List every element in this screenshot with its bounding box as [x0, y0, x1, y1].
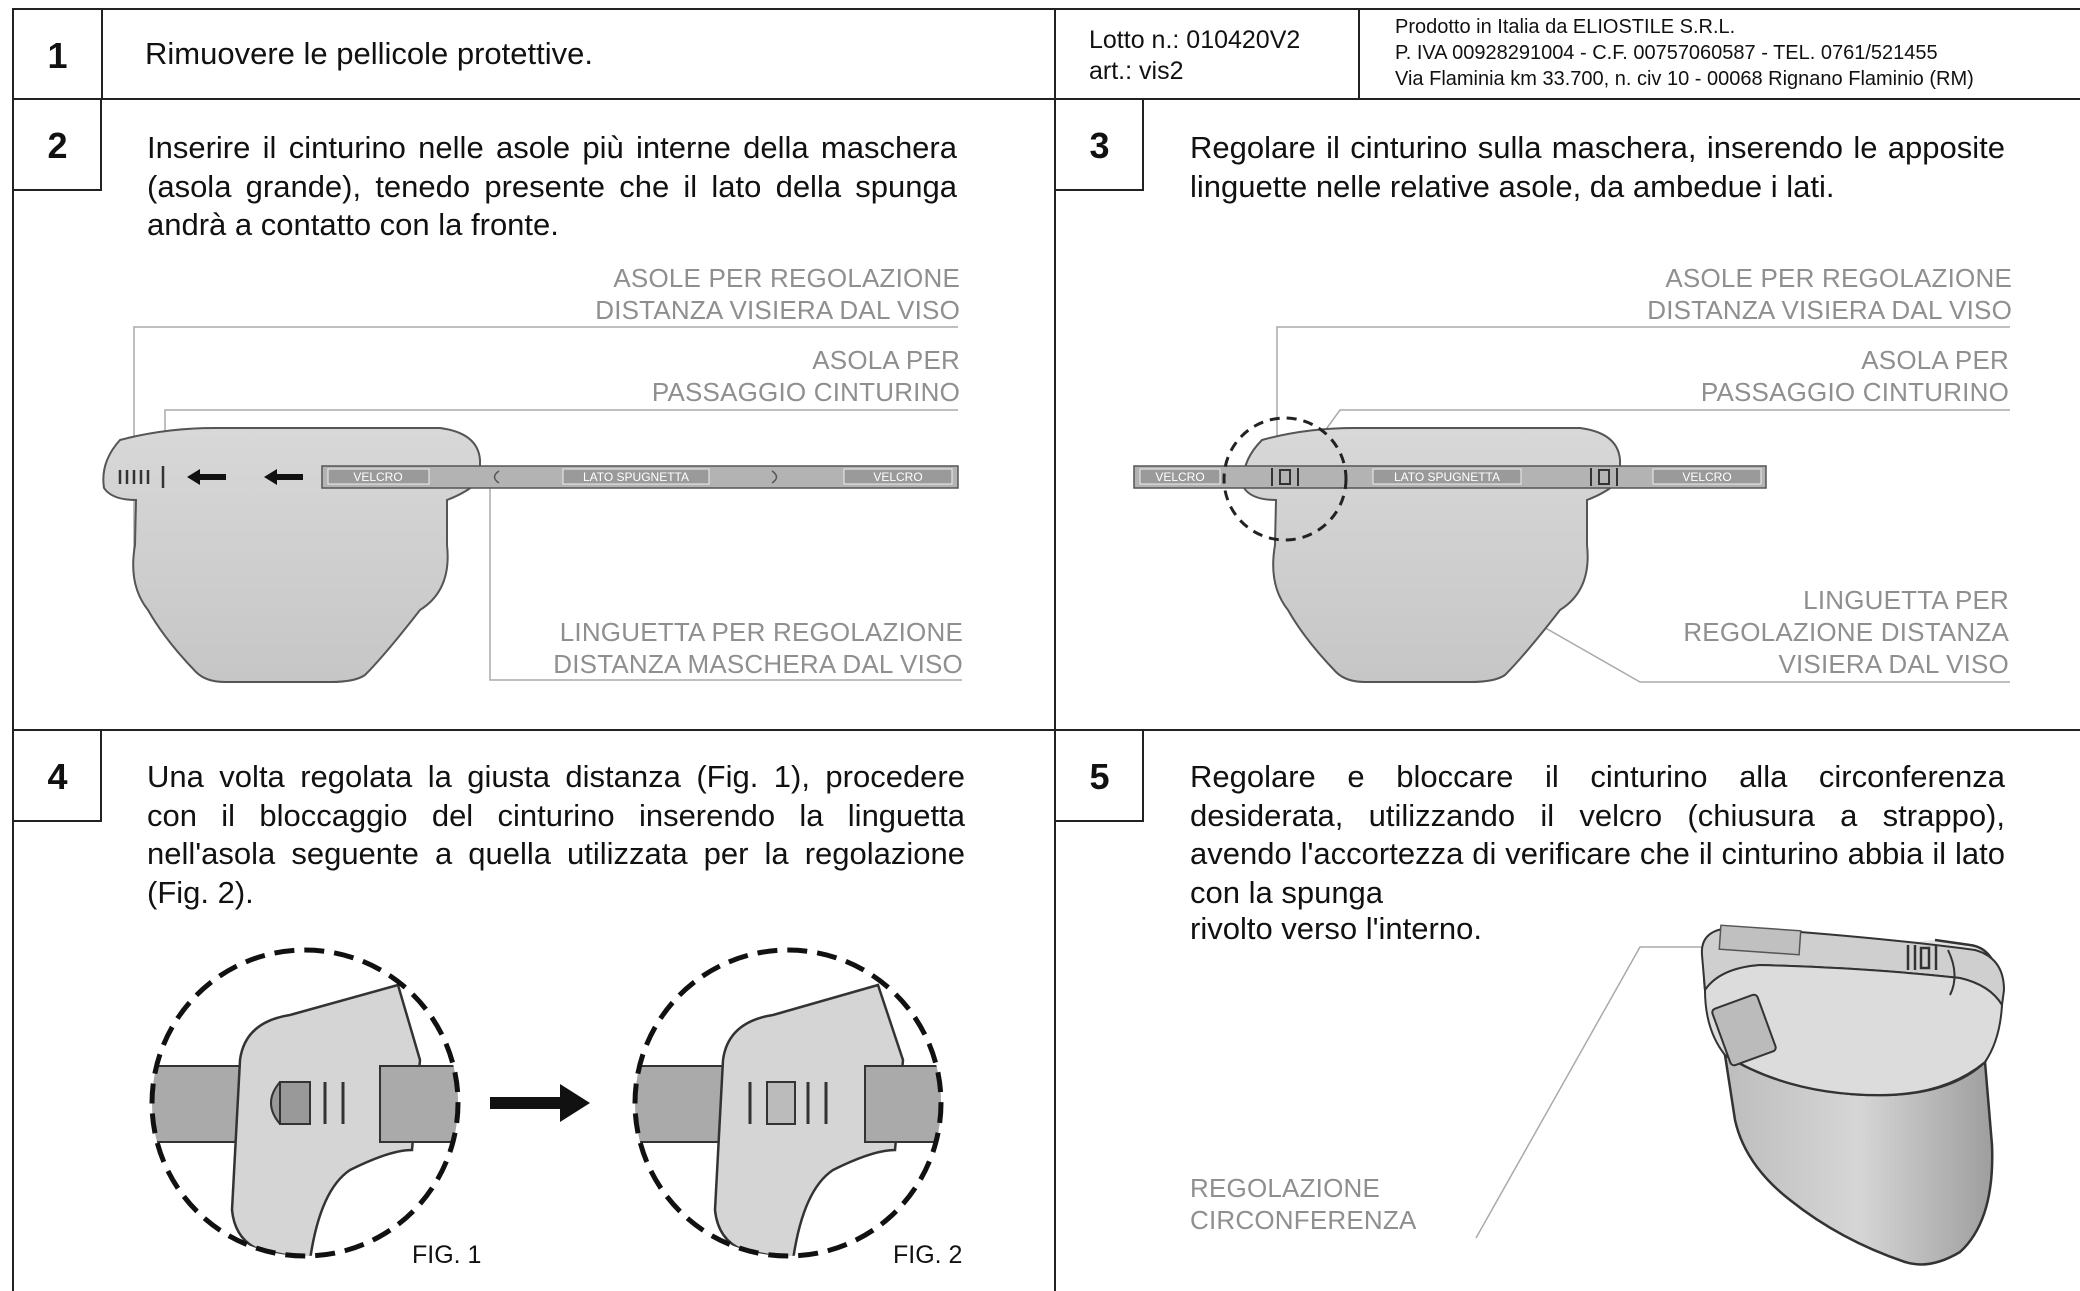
step2-text: Inserire il cinturino nelle asole più in…: [147, 130, 957, 242]
step2-strap-velcro-left: VELCRO: [353, 470, 402, 484]
producer-line2: P. IVA 00928291004 - C.F. 00757060587 - …: [1395, 42, 1938, 64]
step3-mask-drawing: VELCRO LATO SPUGNETTA VELCRO: [1133, 326, 2010, 683]
step2-number: 2: [47, 125, 68, 166]
divider-row1: [12, 98, 2080, 100]
producer-line3: Via Flaminia km 33.700, n. civ 10 - 0006…: [1395, 68, 1974, 90]
step2-callout-linguetta: LINGUETTA PER REGOLAZIONE DISTANZA MASCH…: [553, 617, 963, 679]
step2-callout-asola: ASOLA PER PASSAGGIO CINTURINO: [651, 345, 960, 407]
divider-col-main: [1054, 8, 1056, 1291]
step5-callout: REGOLAZIONE CIRCONFERENZA: [1190, 1173, 1417, 1235]
step3-strap-center: LATO SPUGNETTA: [1394, 470, 1500, 484]
step5-number-box: [1056, 731, 1144, 822]
step4-arrow: [490, 1084, 590, 1122]
step3-callout-asola: ASOLA PER PASSAGGIO CINTURINO: [1700, 345, 2009, 407]
step2-callout-asole: ASOLE PER REGOLAZIONE DISTANZA VISIERA D…: [595, 263, 960, 325]
step1-number: 1: [47, 35, 68, 76]
step3-callout-linguetta: LINGUETTA PER REGOLAZIONE DISTANZA VISIE…: [1683, 585, 2009, 679]
divider-row2: [12, 729, 2080, 731]
step3-strap-velcro-right: VELCRO: [1682, 470, 1731, 484]
step4-number: 4: [47, 756, 68, 797]
step2-number-box: [14, 100, 102, 191]
step2-mask-drawing: VELCRO LATO SPUGNETTA VELCRO: [102, 326, 962, 683]
article-code: art.: vis2: [1089, 57, 1184, 85]
step5-shield-drawing: [1475, 924, 2006, 1266]
fig2-label: FIG. 2: [893, 1241, 963, 1269]
lotto-number: Lotto n.: 010420V2: [1089, 26, 1301, 54]
step4-fig2-drawing: [632, 947, 944, 1259]
step2-strap-center: LATO SPUGNETTA: [583, 470, 689, 484]
step4-fig1-drawing: [149, 947, 461, 1259]
border-left: [12, 8, 14, 1291]
divider-step1-number: [101, 8, 103, 99]
producer-line1: Prodotto in Italia da ELIOSTILE S.R.L.: [1395, 16, 1736, 38]
step5-text-a: Regolare e bloccare il cinturino alla ci…: [1190, 759, 2005, 910]
step4-number-box: [14, 731, 102, 822]
step1-text: Rimuovere le pellicole protettive.: [145, 36, 593, 71]
step4-text: Una volta regolata la giusta distanza (F…: [147, 759, 965, 910]
step3-strap-velcro-left: VELCRO: [1155, 470, 1204, 484]
step3-text: Regolare il cinturino sulla maschera, in…: [1190, 130, 2005, 204]
step3-callout-asole: ASOLE PER REGOLAZIONE DISTANZA VISIERA D…: [1647, 263, 2012, 325]
divider-col-header: [1358, 8, 1360, 99]
border-top: [12, 8, 2080, 10]
step2-strap-velcro-right: VELCRO: [873, 470, 922, 484]
fig1-label: FIG. 1: [412, 1241, 482, 1269]
step5-text-b: rivolto verso l'interno.: [1190, 911, 1482, 946]
step3-number: 3: [1089, 125, 1110, 166]
step5-number: 5: [1089, 756, 1110, 797]
step3-number-box: [1056, 100, 1144, 191]
